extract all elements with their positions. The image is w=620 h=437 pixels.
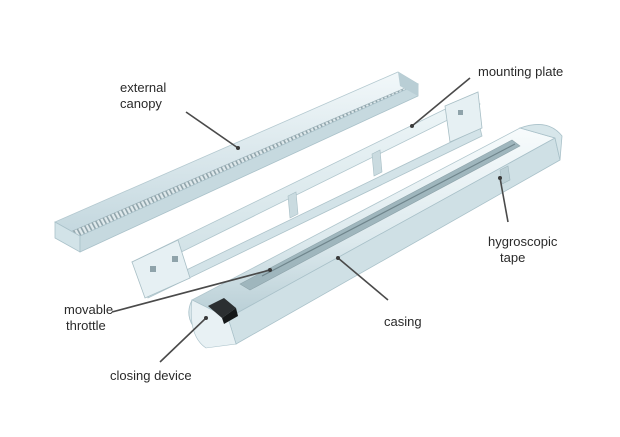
external-canopy-part <box>54 71 419 253</box>
label-casing: casing <box>384 314 422 329</box>
mounting-plate-part <box>131 91 483 299</box>
leader-external-canopy <box>185 111 239 149</box>
leader-movable-throttle <box>111 269 271 313</box>
label-movable-throttle: movable throttle <box>64 302 117 333</box>
leader-closing-device <box>159 317 207 363</box>
leader-lines <box>111 77 509 363</box>
labels: external canopy mounting plate hygroscop… <box>64 64 563 383</box>
casing-part <box>188 124 563 349</box>
leader-casing <box>337 257 389 301</box>
label-external-canopy: external canopy <box>120 80 170 111</box>
label-closing-device: closing device <box>110 368 192 383</box>
label-hygroscopic-tape: hygroscopic tape <box>488 234 561 265</box>
label-mounting-plate: mounting plate <box>478 64 563 79</box>
leader-mounting-plate <box>411 77 471 127</box>
leader-hygroscopic-tape <box>499 177 509 223</box>
